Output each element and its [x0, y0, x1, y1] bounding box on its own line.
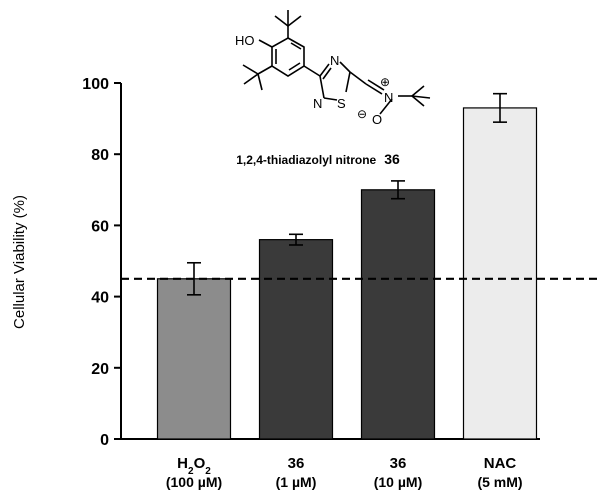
bars	[156, 107, 538, 440]
bar	[156, 278, 232, 440]
x-tick-label: 36	[288, 455, 305, 472]
bar	[462, 107, 538, 440]
y-tick-label: 40	[91, 290, 109, 307]
structure-caption: 1,2,4-thiadiazolyl nitrone 36	[236, 151, 400, 168]
atom-n-ring-bottom: N	[313, 96, 322, 111]
x-tick-sublabel: (10 µM)	[374, 474, 423, 490]
atom-n-nitrone: N	[384, 90, 393, 105]
atom-s: S	[337, 96, 346, 111]
atom-ho: HO	[235, 33, 255, 48]
y-tick-label: 0	[100, 432, 109, 449]
bar	[258, 239, 334, 440]
atom-o: O	[372, 112, 382, 127]
y-tick-label: 20	[91, 361, 109, 378]
x-tick-sublabel: (100 µM)	[166, 474, 222, 490]
y-tick-label: 100	[82, 76, 109, 93]
structure-diagram	[242, 10, 431, 115]
caption-text: 1,2,4-thiadiazolyl nitrone	[236, 153, 376, 167]
x-axis-labels: H2O2(100 µM) 36 (1 µM) 36 (10 µM) NAC (5 mM)	[166, 455, 523, 490]
structure-atoms: HO N N S N O ⊕ ⊖	[235, 33, 393, 127]
x-tick-label: H2O2	[177, 455, 211, 477]
y-tick-label: 80	[91, 147, 109, 164]
bar	[360, 189, 436, 440]
x-tick-sublabel: (5 mM)	[477, 474, 522, 490]
error-bar	[493, 92, 507, 123]
compound-number: 36	[384, 151, 400, 167]
x-tick-label: NAC	[484, 455, 517, 472]
error-bars	[187, 92, 507, 296]
x-tick-sublabel: (1 µM)	[276, 474, 317, 490]
error-bar	[391, 180, 405, 200]
atom-n-ring-top: N	[330, 53, 339, 68]
x-tick-label: 36	[390, 455, 407, 472]
error-bar	[289, 233, 303, 246]
y-tick-label: 60	[91, 218, 109, 235]
y-axis-label: Cellular Viability (%)	[11, 195, 28, 329]
minus-charge-icon: ⊖	[357, 107, 367, 121]
plus-charge-icon: ⊕	[380, 75, 390, 89]
